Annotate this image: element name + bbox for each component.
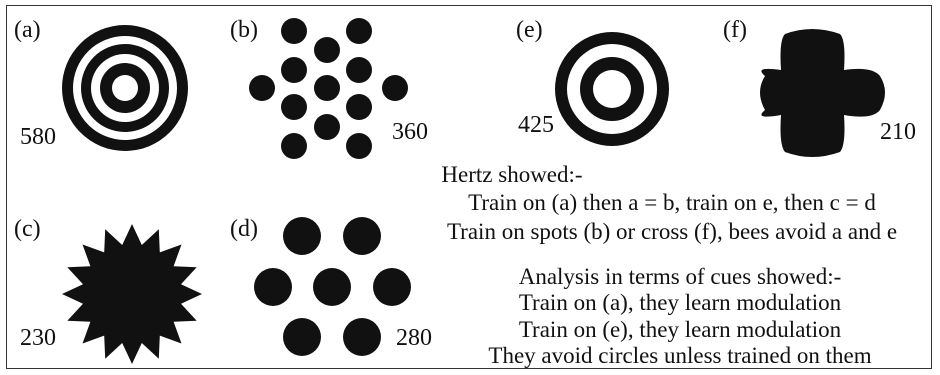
value-a: 580 — [20, 124, 56, 150]
analysis-line-1: Train on (a), they learn modulation — [518, 290, 842, 315]
large-spots-icon — [254, 217, 411, 356]
analysis-line-2: Train on (e), they learn modulation — [518, 317, 842, 342]
label-e: (e) — [516, 17, 543, 43]
label-a: (a) — [14, 17, 41, 43]
value-b: 360 — [392, 119, 428, 145]
value-d: 280 — [396, 325, 432, 351]
label-d: (d) — [230, 216, 258, 242]
hertz-line-1: Train on (a) then a = b, train on e, the… — [468, 190, 876, 215]
label-c: (c) — [14, 216, 41, 242]
value-f: 210 — [880, 119, 916, 145]
label-b: (b) — [230, 17, 258, 43]
star-burst-icon — [62, 224, 202, 364]
value-e: 425 — [518, 112, 554, 138]
label-f: (f) — [723, 17, 747, 43]
double-ring-icon — [555, 32, 669, 146]
hertz-heading: Hertz showed:- — [441, 162, 583, 187]
concentric-rings-icon — [62, 25, 188, 151]
spot-pattern-icon — [249, 18, 408, 159]
cross-icon — [760, 29, 885, 157]
analysis-heading: Analysis in terms of cues showed:- — [518, 264, 842, 289]
analysis-line-3: They avoid circles unless trained on the… — [488, 343, 872, 368]
value-c: 230 — [20, 325, 56, 351]
hertz-line-2: Train on spots (b) or cross (f), bees av… — [446, 219, 898, 244]
